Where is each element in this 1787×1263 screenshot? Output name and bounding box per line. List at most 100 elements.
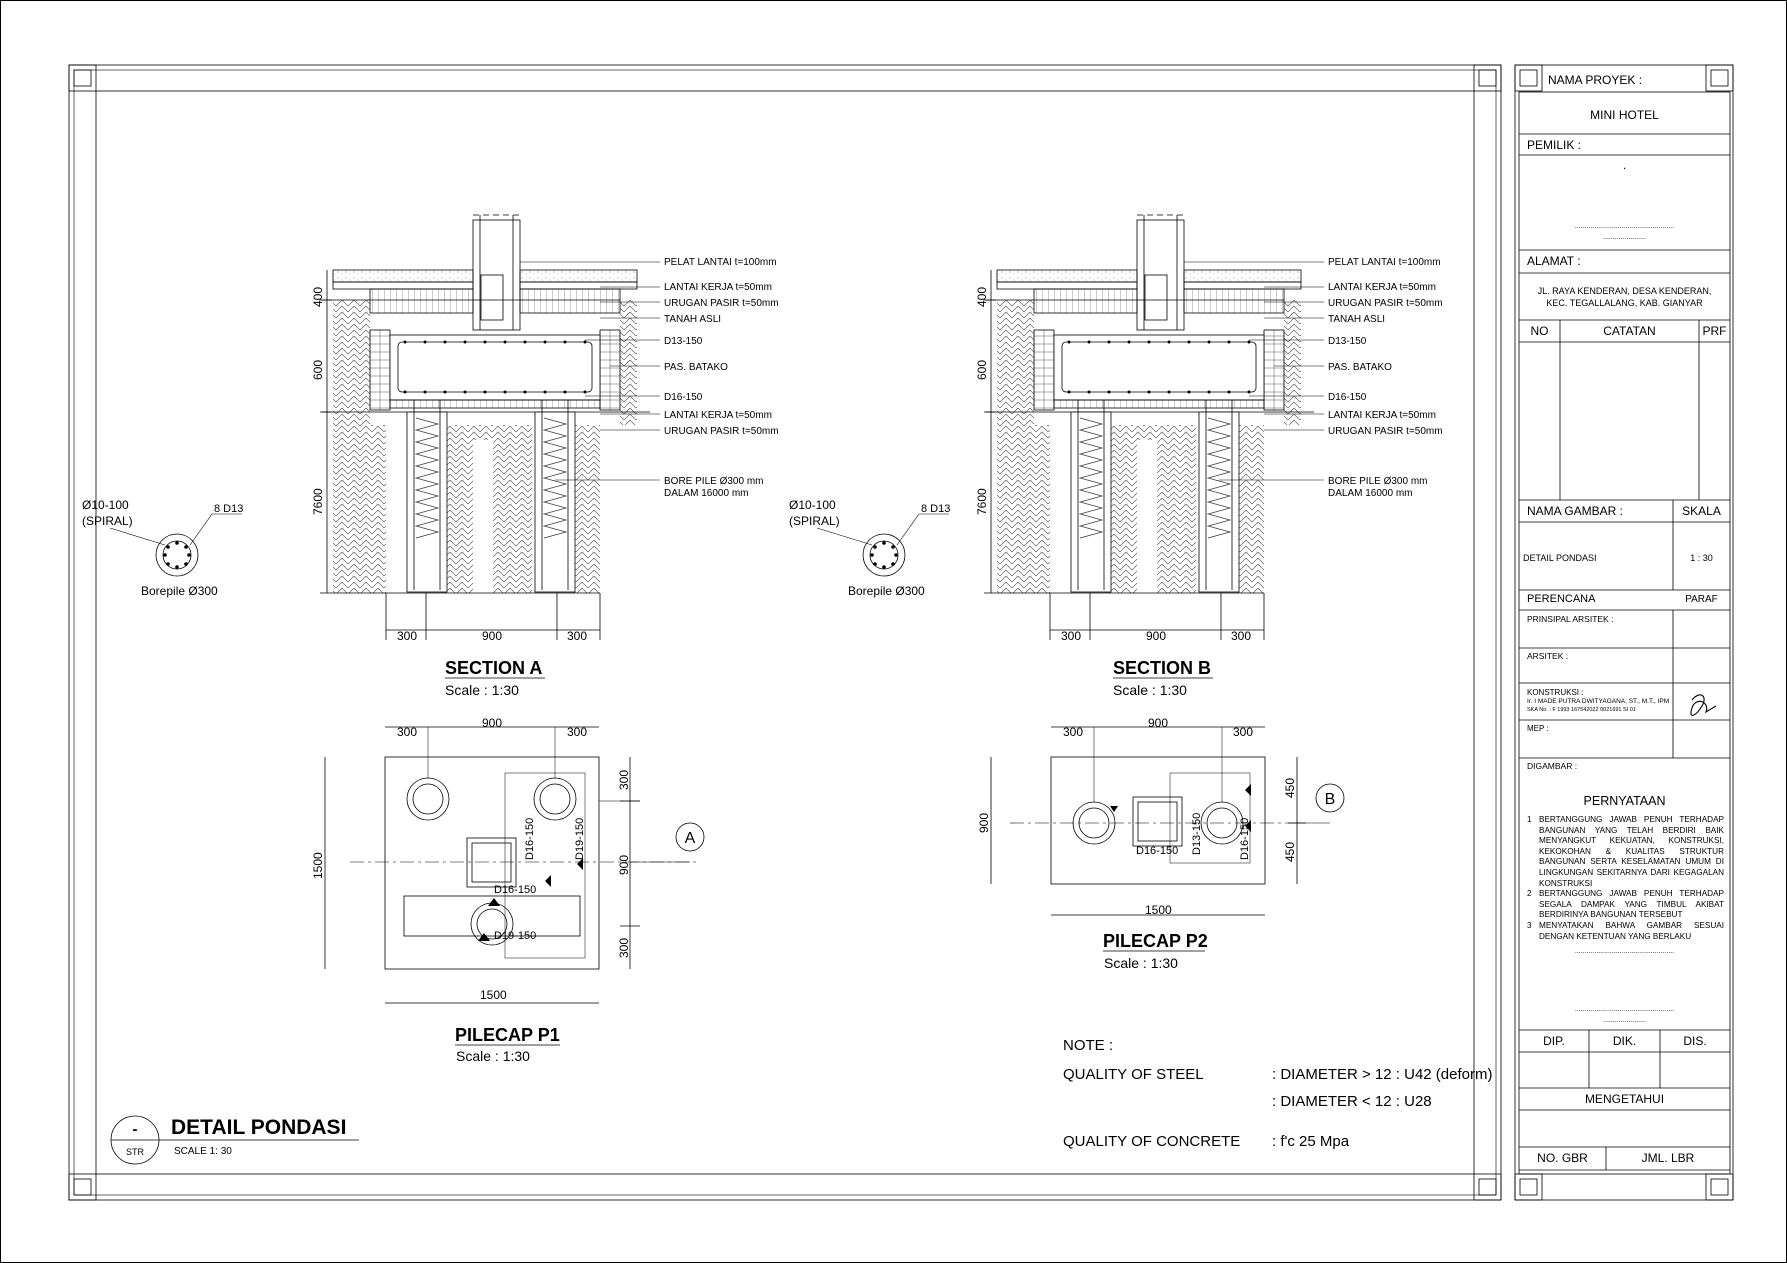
dim-text: 300 <box>1231 629 1251 643</box>
dim-text: 300 <box>1063 725 1083 739</box>
col-note-header: CATATAN <box>1603 324 1656 338</box>
spiral-sub-label: (SPIRAL) <box>82 514 133 528</box>
callout-text: LANTAI KERJA t=50mm <box>1328 410 1436 421</box>
drawing-scale-note: SCALE 1: 30 <box>174 1146 232 1157</box>
dip-label: DIP. <box>1543 1034 1565 1048</box>
construction-engineer: Ir. I MADE PUTRA DWITYAGANA, ST., M.T., … <box>1527 698 1670 705</box>
address-line-2: KEC. TEGALLALANG, KAB. GIANYAR <box>1546 298 1703 308</box>
callout-text: TANAH ASLI <box>664 314 721 325</box>
statement-signature-line: ........................................… <box>1574 948 1675 955</box>
pilecap-p2-scale: Scale : 1:30 <box>1104 955 1178 971</box>
acknowledge-label: MENGETAHUI <box>1584 1092 1665 1106</box>
paraf-label: PARAF <box>1685 594 1718 605</box>
borepile-label: Borepile Ø300 <box>848 584 925 598</box>
callout-text: D16-150 <box>1328 392 1367 403</box>
dim-text: 600 <box>975 360 989 380</box>
dim-text: 7600 <box>975 488 989 515</box>
dim-text: 600 <box>311 360 325 380</box>
owner-signature-line: ...................... <box>1603 234 1646 241</box>
owner-signature-line: ........................................… <box>1574 223 1675 230</box>
callout-text: LANTAI KERJA t=50mm <box>1328 282 1436 293</box>
principal-architect-label: PRINSIPAL ARSITEK : <box>1527 614 1614 624</box>
bubble-top-text: - <box>133 1121 138 1138</box>
statement-list: 1 BERTANGGUNG JAWAB PENUH TERHADAP BANGU… <box>1527 815 1724 942</box>
dim-text: 300 <box>617 938 631 958</box>
callout-text: URUGAN PASIR t=50mm <box>1328 298 1443 309</box>
col-prf-header: PRF <box>1702 324 1727 338</box>
project-label: NAMA PROYEK : <box>1548 73 1643 87</box>
statement-signature-line: ........................................… <box>1574 1006 1675 1013</box>
pilecap-p1-bars: D16-150 D19-150 D16-150 D19-150 <box>494 818 586 942</box>
dim-text: 300 <box>1233 725 1253 739</box>
dik-label: DIK. <box>1612 1034 1637 1048</box>
spiral-sub-label: (SPIRAL) <box>789 514 840 528</box>
statement-signature-line: ...................... <box>1603 1017 1646 1024</box>
pilecap-p1-dims: 300 900 300 1500 1500 300 900 300 <box>311 716 631 1002</box>
dim-text: 450 <box>1283 778 1297 798</box>
dim-text: 900 <box>1146 629 1166 643</box>
architect-label: ARSITEK : <box>1527 651 1569 661</box>
address-line-1: JL. RAYA KENDERAN, DESA KENDERAN, <box>1537 286 1712 296</box>
section-b-dims: 400 600 7600 300 900 300 <box>975 287 1251 643</box>
statement-number: 1 <box>1527 815 1532 824</box>
statement-text: BERTANGGUNG JAWAB PENUH TERHADAP BANGUNA… <box>1539 815 1724 888</box>
dim-text: 300 <box>397 629 417 643</box>
dim-text: 900 <box>1148 716 1168 730</box>
address-label: ALAMAT : <box>1527 254 1581 268</box>
section-a-drawing <box>320 214 660 640</box>
drawing-name-label: NAMA GAMBAR : <box>1527 504 1624 518</box>
construction-ska: SKA No. : F 1993 167542022 0021691 SI 01 <box>1527 707 1636 713</box>
callout-text: DALAM 16000 mm <box>1328 488 1412 499</box>
notes-block: NOTE : QUALITY OF STEEL : DIAMETER > 12 … <box>1063 1037 1492 1150</box>
spiral-label: Ø10-100 <box>789 498 836 512</box>
main-bar-label: 8 D13 <box>214 503 243 515</box>
pilecap-p1-plan <box>324 726 705 1004</box>
bubble-bottom-text: STR <box>126 1147 145 1157</box>
owner-name: . <box>1622 158 1627 172</box>
statement-title: PERNYATAAN <box>1583 794 1666 808</box>
pilecap-p2-bars: D16-150 D13-150 D16-150 <box>1136 813 1251 860</box>
borepile-detail-2 <box>816 513 949 577</box>
bar-label: D19-150 <box>494 930 536 942</box>
pilecap-p2-plan <box>990 726 1345 916</box>
steel-value-1: : DIAMETER > 12 : U42 (deform) <box>1272 1066 1492 1083</box>
pilecap-p1-scale: Scale : 1:30 <box>456 1048 530 1064</box>
dim-text: 900 <box>977 813 991 833</box>
section-marker-a: A <box>685 830 696 847</box>
callout-text: D16-150 <box>664 392 703 403</box>
dim-text: 1500 <box>311 852 325 879</box>
section-a-callouts: PELAT LANTAI t=100mm LANTAI KERJA t=50mm… <box>664 257 779 499</box>
bar-label: D19-150 <box>574 818 586 860</box>
dim-text: 1500 <box>1145 903 1172 917</box>
callout-text: PELAT LANTAI t=100mm <box>664 257 777 268</box>
dim-text: 450 <box>1283 842 1297 862</box>
dim-text: 300 <box>567 629 587 643</box>
callout-text: D13-150 <box>664 336 703 347</box>
concrete-label: QUALITY OF CONCRETE <box>1063 1133 1240 1150</box>
col-no-header: NO <box>1530 324 1549 338</box>
steel-label: QUALITY OF STEEL <box>1063 1066 1204 1083</box>
section-b-callouts: PELAT LANTAI t=100mm LANTAI KERJA t=50mm… <box>1328 257 1443 499</box>
statement-number: 2 <box>1527 889 1532 899</box>
borepile-detail-1 <box>109 513 242 577</box>
bar-label: D13-150 <box>1191 813 1203 855</box>
sheet-number-label: NO. GBR <box>1537 1151 1588 1165</box>
borepile-text-1: Ø10-100 (SPIRAL) 8 D13 Borepile Ø300 <box>82 498 243 598</box>
borepile-label: Borepile Ø300 <box>141 584 218 598</box>
callout-text: LANTAI KERJA t=50mm <box>664 410 772 421</box>
callout-text: PAS. BATAKO <box>664 362 728 373</box>
callout-text: TANAH ASLI <box>1328 314 1385 325</box>
statement-text: BERTANGGUNG JAWAB PENUH TERHADAP SEGALA … <box>1539 889 1724 920</box>
callout-text: DALAM 16000 mm <box>664 488 748 499</box>
section-marker-b: B <box>1325 791 1336 808</box>
section-a-title: SECTION A <box>445 658 542 678</box>
borepile-text-2: Ø10-100 (SPIRAL) 8 D13 Borepile Ø300 <box>789 498 950 598</box>
statement-text: MENYATAKAN BAHWA GAMBAR SESUAI DENGAN KE… <box>1539 920 1724 941</box>
signature-icon <box>1690 694 1717 716</box>
mep-label: MEP : <box>1527 724 1549 733</box>
dim-text: 300 <box>567 725 587 739</box>
callout-text: BORE PILE Ø300 mm <box>1328 476 1427 487</box>
section-a-scale: Scale : 1:30 <box>445 682 519 698</box>
detail-title-bubble <box>110 1115 359 1165</box>
